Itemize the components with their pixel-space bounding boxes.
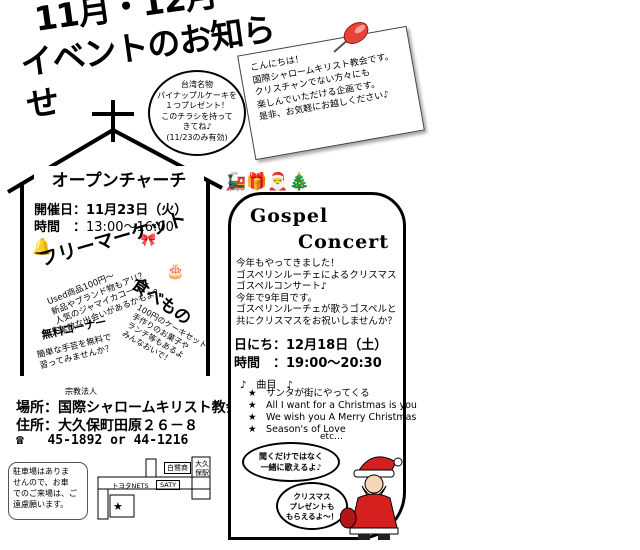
- songs-title: ♪ 曲目 ♪: [240, 380, 293, 391]
- cake-icon: 🎂: [166, 262, 185, 280]
- phone-icon: ☎: [16, 433, 24, 448]
- pineapple-line: (11/23のみ有効): [166, 132, 228, 142]
- song-item: ★ We wish you A Merry Christmas: [248, 412, 417, 423]
- gospel-time-label: 時間 ：: [234, 356, 287, 371]
- map-label-toyota: トヨタNETS: [112, 482, 149, 490]
- gospel-time-row: 時間 ：19:00～20:30: [234, 352, 382, 371]
- bell-icon: 🔔: [32, 237, 52, 256]
- star-icon: ★: [248, 400, 257, 411]
- gospel-date-label: 日にち：: [234, 338, 287, 353]
- open-church-time: 時間 ：13:00～16:00: [34, 216, 174, 235]
- parking-line: 遠慮願います。: [13, 500, 69, 509]
- gospel-date-row: 日にち：12月18日（土）: [234, 334, 387, 353]
- org-type-label: 宗教法人: [65, 387, 97, 396]
- gospel-intro: 今年もやってきました！ ゴスペリンルーチェによるクリスマス ゴスペルコンサート♪…: [236, 258, 397, 327]
- gospel-intro-line: 共にクリスマスをお祝いしませんか？: [236, 315, 397, 327]
- bubble2-line: もらえるよ～！: [285, 512, 339, 521]
- open-church-title: オープンチャーチ: [34, 166, 204, 191]
- parking-line: 駐車場はありま: [13, 467, 69, 476]
- access-map: [97, 456, 211, 520]
- map-label-shirasagi: 白鷺商: [164, 462, 191, 474]
- song-item: ★ All I want for a Christmas is you: [248, 400, 417, 411]
- gift-icon: 🎀: [140, 233, 157, 248]
- map-label-station: 大久保駅: [195, 460, 209, 477]
- place-label: 場所：: [16, 400, 58, 416]
- bubble2-line: プレゼントも: [289, 502, 335, 511]
- star-icon: ★: [248, 388, 257, 399]
- gospel-title-2: Concert: [298, 231, 390, 253]
- map-church-star-icon: ★: [113, 500, 123, 513]
- time-label: 時間 ：: [34, 220, 87, 235]
- song-item: ★ Season's of Love: [248, 424, 346, 435]
- bubble1-line: 聞くだけではなく: [259, 452, 323, 461]
- phone-value: 45-1892 or 44-1216: [47, 433, 189, 448]
- pineapple-note-bubble: 台湾名物 パイナップルケーキを １つプレゼント！ このチラシを持って きてね♪ …: [148, 70, 246, 156]
- gospel-date-value: 12月18日（土）: [286, 338, 388, 353]
- bubble1-line: 一緒に歌えるよ♪: [260, 463, 322, 472]
- date-label: 開催日：: [34, 203, 87, 218]
- time-value: 13:00～16:00: [86, 220, 174, 235]
- place-value: 国際シャロームキリスト教会: [58, 400, 240, 416]
- map-label-saty: SATY: [156, 480, 181, 490]
- sing-along-bubble: 聞くだけではなく 一緒に歌えるよ♪: [242, 442, 340, 482]
- gospel-intro-line: 今年で9年目です。: [236, 292, 318, 304]
- songs-etc: etc…: [320, 432, 344, 442]
- star-icon: ★: [248, 412, 257, 423]
- address-value: 大久保町田原２６－８: [58, 418, 198, 434]
- gospel-intro-line: ゴスペリンルーチェが歌うゴスペルと: [236, 304, 397, 315]
- santa-claus-icon: [340, 456, 403, 540]
- parking-note: 駐車場はありま せんので、お車 でのご来場は、ご 遠慮願います。: [8, 462, 88, 520]
- pineapple-line: このチラシを持って: [161, 111, 233, 121]
- gospel-title-1: Gospel: [250, 205, 329, 227]
- christmas-train-icon: 🚂🎁🎅🎄: [225, 172, 310, 192]
- push-pin-icon: [333, 22, 369, 53]
- gospel-time-value: 19:00～20:30: [286, 356, 382, 371]
- gospel-intro-line: 今年もやってきました！: [236, 258, 340, 269]
- present-bubble: クリスマス プレゼントも もらえるよ～！: [276, 482, 348, 530]
- song-item: ★ サンタが街にやってくる: [248, 388, 370, 399]
- phone-row: ☎ 45-1892 or 44-1216: [16, 433, 188, 448]
- open-church-date: 開催日：11月23日（火）: [34, 199, 187, 218]
- parking-line: せんので、お車: [13, 478, 69, 487]
- song-list: ★ サンタが街にやってくる ★ All I want for a Christm…: [248, 388, 417, 436]
- parking-line: でのご来場は、ご: [13, 489, 77, 498]
- pineapple-line: きてね♪: [182, 122, 212, 131]
- gospel-intro-line: ゴスペルコンサート♪: [236, 281, 327, 292]
- pineapple-line: パイナップルケーキを: [157, 90, 237, 100]
- bubble2-line: クリスマス: [293, 492, 331, 501]
- gospel-intro-line: ゴスペリンルーチェによるクリスマス: [236, 269, 397, 281]
- pineapple-line: １つプレゼント！: [165, 101, 229, 110]
- address-label: 住所：: [16, 418, 58, 434]
- date-value: 11月23日（火）: [86, 203, 188, 218]
- place-row: 場所：国際シャロームキリスト教会: [16, 397, 240, 417]
- address-row: 住所：大久保町田原２６－８: [16, 415, 198, 435]
- star-icon: ★: [248, 424, 257, 435]
- pineapple-line: 台湾名物: [181, 80, 213, 89]
